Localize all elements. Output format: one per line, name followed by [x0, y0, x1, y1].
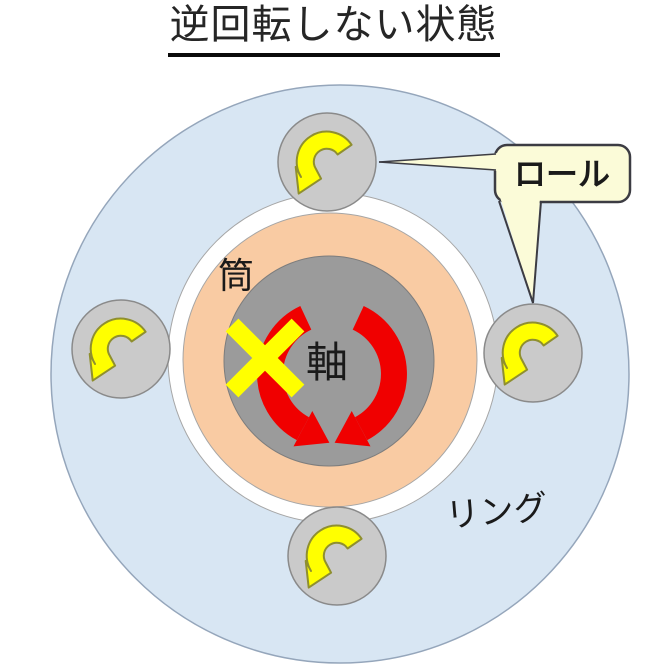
cylinder-label: 筒: [218, 255, 254, 296]
title-wrap: 逆回転しない状態: [0, 2, 667, 57]
roll-callout-pointer-right-roller: [500, 197, 540, 303]
shaft-label: 軸: [306, 339, 348, 386]
roll-callout-pointer-right-edge2: [532, 200, 542, 304]
roll-callout: ロール: [378, 143, 632, 304]
shaft-forward-arrow-arc: [352, 306, 407, 441]
shaft-forward-rotation-arrow: [334, 306, 407, 447]
page-title: 逆回転しない状態: [167, 2, 500, 57]
shaft-forward-arrow-head: [334, 411, 371, 447]
ring-label: リング: [444, 489, 549, 536]
roll-callout-pointer-right-edge1: [498, 200, 534, 304]
roller-bottom: [287, 506, 387, 606]
roll-callout-pointer-top-edge2: [378, 161, 497, 171]
roll-callout-pointer-top-roller: [379, 153, 499, 171]
roller-left: [71, 299, 171, 399]
roll-callout-pointer-top-edge1: [378, 153, 497, 163]
no-reverse-cross-icon: [225, 318, 305, 398]
roller-right: [483, 303, 583, 403]
roll-callout-box: [493, 143, 632, 204]
roll-callout-label: ロール: [514, 156, 610, 192]
shaft-reverse-arrow-head: [293, 411, 330, 447]
cross-bar-2: [225, 318, 305, 398]
roller-top: [277, 112, 377, 212]
